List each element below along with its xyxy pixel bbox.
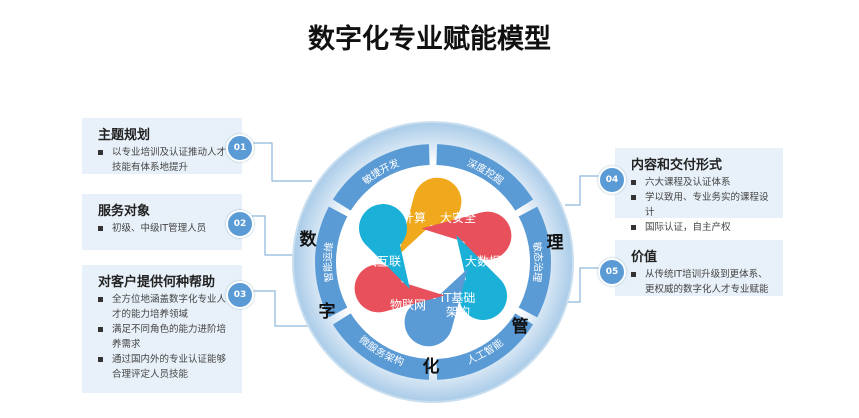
info-heading: 内容和交付形式 xyxy=(631,158,723,173)
info-heading: 服务对象 xyxy=(98,204,151,219)
petal-label: 大互联 xyxy=(365,255,401,269)
ring-segment xyxy=(332,313,430,380)
connector-lines xyxy=(252,142,603,327)
petal-label: 物联网 xyxy=(390,298,426,312)
petal-label: 大安全 xyxy=(440,210,476,225)
step-badge: 04 xyxy=(598,166,626,194)
outer-char: 理 xyxy=(547,233,564,253)
petal: 大互联 xyxy=(359,204,410,289)
ring-segment xyxy=(436,313,534,380)
page-title: 数字化专业赋能模型 xyxy=(308,24,551,55)
ring-segment xyxy=(436,144,534,211)
outer-char: 化 xyxy=(423,356,440,377)
petals: 云计算大安全大数据IT基础架构物联网大互联 xyxy=(354,177,512,347)
info-bullet: 从传统IT培训升级到更体系、更权威的数字化人才专业赋能 xyxy=(625,267,773,297)
connector-03 xyxy=(252,290,318,327)
info-bullet: 国际认证，自主产权 xyxy=(625,220,773,235)
connector-02 xyxy=(252,215,300,256)
info-box: 价值从传统IT培训升级到更体系、更权威的数字化人才专业赋能 xyxy=(615,240,783,296)
info-box: 服务对象初级、中级IT管理人员 xyxy=(82,194,242,250)
ring-segment xyxy=(518,206,551,318)
petal: 物联网 xyxy=(354,264,445,313)
petal-label: IT基础 xyxy=(441,291,476,305)
petal: 大数据 xyxy=(456,235,507,320)
step-badge: 01 xyxy=(226,134,254,162)
connector-05 xyxy=(560,267,603,303)
step-badge: 05 xyxy=(598,258,626,286)
connector-01 xyxy=(252,142,312,182)
info-bullet: 通过国内外的专业认证能够合理评定人员技能 xyxy=(92,352,232,382)
step-badge: 03 xyxy=(226,281,254,309)
petal-label: 架构 xyxy=(446,304,470,319)
info-bullet: 满足不同角色的能力进阶培养需求 xyxy=(92,322,232,352)
info-bullet: 全方位地涵盖数字化专业人才的能力培养领域 xyxy=(92,292,232,322)
ring-segment xyxy=(315,206,348,318)
step-badge: 02 xyxy=(226,210,254,238)
info-bullet: 六大课程及认证体系 xyxy=(625,175,773,190)
info-bullet: 学以致用、专业务实的课程设计 xyxy=(625,190,773,220)
connector-04 xyxy=(565,175,603,206)
petal-label: 大数据 xyxy=(465,254,501,269)
info-box: 对客户提供何种帮助全方位地涵盖数字化专业人才的能力培养领域满足不同角色的能力进阶… xyxy=(82,265,242,393)
info-box: 内容和交付形式六大课程及认证体系学以致用、专业务实的课程设计国际认证，自主产权 xyxy=(615,148,783,233)
outer-char: 数 xyxy=(300,229,318,250)
outer-char: 管 xyxy=(512,316,529,337)
outer-char: 字 xyxy=(319,301,336,322)
info-box: 主题规划以专业培训及认证推动人才技能有体系地提升 xyxy=(82,118,242,174)
petal: 大安全 xyxy=(421,210,512,260)
info-heading: 价值 xyxy=(631,250,658,265)
info-heading: 对客户提供何种帮助 xyxy=(98,275,216,290)
info-heading: 主题规划 xyxy=(98,128,151,143)
info-bullet: 以专业培训及认证推动人才技能有体系地提升 xyxy=(92,145,232,175)
ring-segment xyxy=(332,144,430,211)
info-bullet: 初级、中级IT管理人员 xyxy=(92,221,232,236)
